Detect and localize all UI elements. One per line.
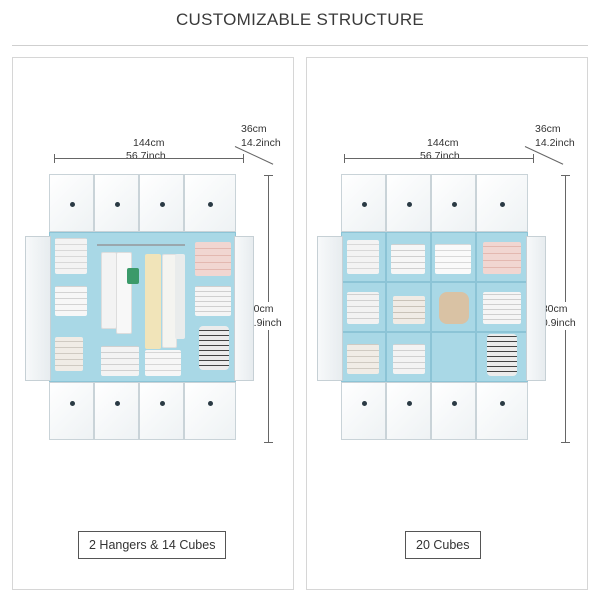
config-caption: 20 Cubes [405,531,481,559]
depth-cm-label: 36cm [535,123,561,135]
width-dimension-line [344,158,534,159]
wardrobe-20-cubes [315,174,547,442]
height-tick-top [264,175,273,176]
laundry-basket [487,334,517,376]
hanging-rail [97,244,185,246]
folded-clothes [55,337,83,371]
open-cube [431,332,476,382]
title-divider [12,45,588,46]
cube-door [431,174,476,232]
wardrobe-with-hangers [23,174,255,442]
folded-shirts [391,244,425,274]
cube-door [476,382,528,440]
green-hanger [127,268,139,284]
folded-clothes [347,344,379,374]
width-dimension-line [54,158,244,159]
cube-door [94,382,139,440]
cube-door [476,174,528,232]
laundry-basket [199,326,229,370]
folded-stack [393,344,425,374]
folded-clothes [347,292,379,324]
width-inch-label: 56.7inch [420,150,460,162]
height-tick-top [561,175,570,176]
depth-cm-label: 36cm [241,123,267,135]
config-caption: 2 Hangers & 14 Cubes [78,531,227,559]
pink-pillows [483,242,521,274]
pink-pillows [195,242,231,276]
cube-door [386,174,431,232]
hanging-shirt [101,252,117,329]
depth-inch-label: 14.2inch [535,137,575,149]
hanging-shirt [175,254,185,339]
depth-inch-label: 14.2inch [241,137,281,149]
cube-door [139,174,184,232]
width-cm-label: 144cm [133,137,165,149]
cube-door [341,382,386,440]
cube-door [341,174,386,232]
left-panel: 144cm 56.7inch 36cm 14.2inch 180cm 70.9i… [12,57,294,590]
open-door-left [317,236,343,381]
hanging-shirt [116,252,132,334]
width-inch-label: 56.7inch [126,150,166,162]
folded-linens [483,292,521,324]
cube-door [49,382,94,440]
right-panel: 144cm 56.7inch 36cm 14.2inch 180cm 70.9i… [306,57,588,590]
width-tick-right [533,154,534,163]
width-tick-left [344,154,345,163]
open-door-right [526,236,546,381]
folded-stack [101,346,139,376]
height-tick-bottom [561,442,570,443]
folded-linens [435,244,471,274]
page-title: CUSTOMIZABLE STRUCTURE [175,10,425,29]
width-tick-right [243,154,244,163]
cube-door [139,382,184,440]
cube-door [94,174,139,232]
folded-sweaters [393,296,425,324]
stuffed-toys [439,292,469,324]
folded-stack [145,350,181,376]
height-tick-bottom [264,442,273,443]
folded-linens [195,286,231,316]
folded-towels [347,240,379,274]
cube-door [431,382,476,440]
cube-door [184,382,236,440]
open-door-right [234,236,254,381]
folded-towels [55,238,87,274]
open-door-left [25,236,51,381]
cube-door [386,382,431,440]
cube-door [184,174,236,232]
cube-door [49,174,94,232]
hanging-coat [145,254,161,349]
folded-shirts [55,286,87,316]
width-cm-label: 144cm [427,137,459,149]
width-tick-left [54,154,55,163]
